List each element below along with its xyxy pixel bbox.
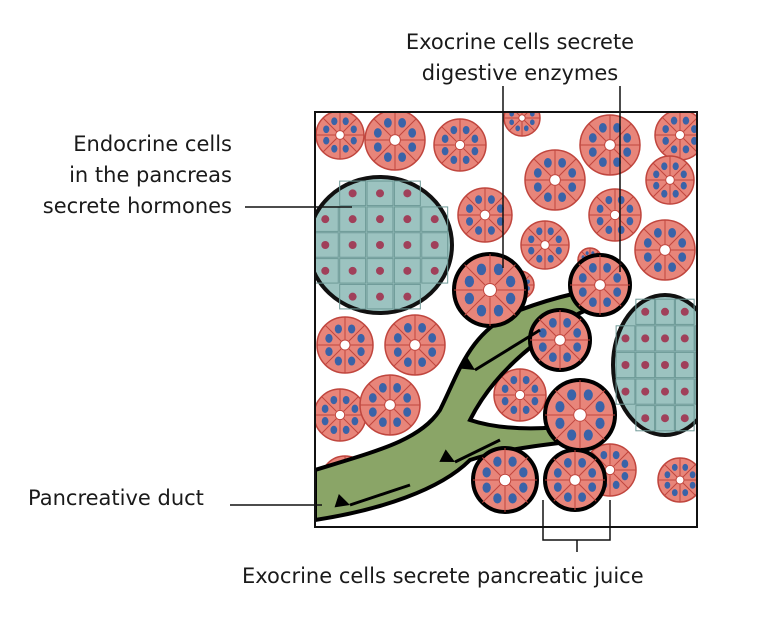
leader-lines (230, 86, 621, 552)
acinus (315, 112, 365, 160)
acinus (657, 457, 697, 503)
acinus (528, 308, 592, 372)
flow-arrow (474, 328, 541, 372)
acinus (503, 112, 541, 137)
exocrine-enzymes-label: Exocrine cells secrete digestive enzymes (397, 27, 643, 89)
arrowhead (334, 494, 350, 508)
acinus (359, 374, 421, 436)
flow-arrow (349, 483, 411, 507)
acinus (493, 368, 547, 422)
acinus (645, 155, 695, 205)
acinus (520, 220, 570, 270)
acinus (654, 112, 697, 161)
acinus (364, 112, 426, 171)
endocrine-label: Endocrine cells in the pancreas secrete … (30, 129, 232, 222)
acinus (588, 188, 642, 242)
label-line: in the pancreas (69, 163, 232, 187)
islet (611, 293, 697, 437)
juice-label: Exocrine cells secrete pancreatic juice (242, 564, 644, 588)
arrowhead (439, 449, 455, 462)
acinus (452, 252, 528, 328)
label-line: Exocrine cells secrete (405, 30, 635, 54)
acinus (543, 378, 617, 452)
label-line: secrete hormones (42, 194, 232, 218)
acinus (433, 118, 487, 172)
acinus (543, 448, 607, 512)
acinus (568, 253, 632, 317)
arrowhead (459, 356, 475, 370)
acinus (316, 316, 374, 374)
acinus (579, 114, 641, 176)
tissue-frame-border (314, 111, 698, 528)
label-line: digestive enzymes (421, 61, 619, 85)
acinus (315, 388, 367, 442)
tissue-cells (315, 112, 697, 523)
flow-arrow (454, 438, 501, 464)
label-line: Endocrine cells (73, 132, 232, 156)
acinus (457, 187, 513, 243)
duct-label: Pancreative duct (28, 486, 204, 510)
acinus (471, 446, 539, 514)
acinus (634, 219, 696, 281)
islet (315, 175, 454, 315)
acinus (384, 314, 446, 376)
acinus (524, 149, 586, 211)
